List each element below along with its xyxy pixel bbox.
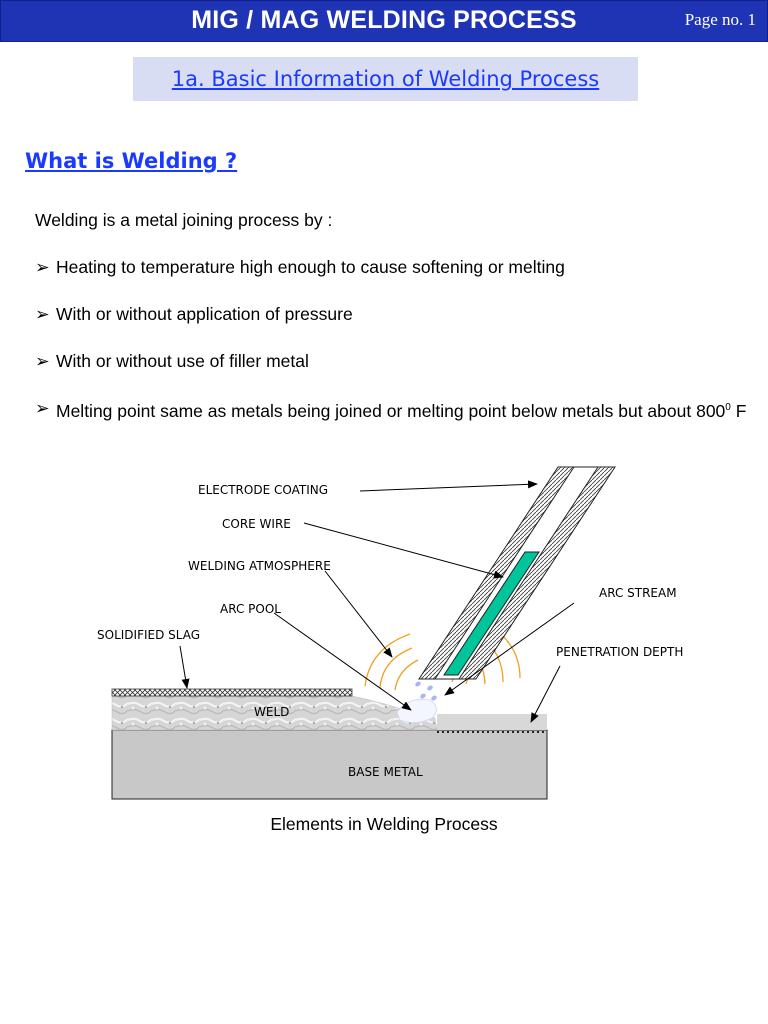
label-weld: WELD bbox=[254, 705, 289, 719]
right-base-plate bbox=[437, 714, 547, 730]
label-arc-stream: ARC STREAM bbox=[599, 586, 677, 600]
label-core-wire: CORE WIRE bbox=[222, 517, 291, 531]
bullet-text: With or without use of filler metal bbox=[56, 351, 309, 371]
bullet-item: ➢ Heating to temperature high enough to … bbox=[35, 256, 750, 278]
arrowhead-right-icon: ➢ bbox=[35, 257, 50, 277]
solidified-slag-strip bbox=[111, 688, 353, 697]
arc-droplets bbox=[415, 681, 437, 701]
bullet-item: ➢ With or without application of pressur… bbox=[35, 303, 750, 325]
bullet-text: Heating to temperature high enough to ca… bbox=[56, 257, 565, 277]
subtitle-box bbox=[133, 57, 638, 101]
section-heading: What is Welding ? bbox=[25, 149, 238, 173]
welding-diagram: ELECTRODE COATING CORE WIRE WELDING ATMO… bbox=[97, 466, 683, 800]
bullet-list: ➢ Heating to temperature high enough to … bbox=[35, 256, 750, 447]
intro-text: Welding is a metal joining process by : bbox=[35, 210, 333, 230]
base-metal-block bbox=[111, 729, 548, 800]
bullet-text: With or without application of pressure bbox=[56, 304, 353, 324]
bullet-text: Melting point same as metals being joine… bbox=[56, 400, 747, 421]
core-wire bbox=[443, 551, 540, 676]
label-welding-atmosphere: WELDING ATMOSPHERE bbox=[188, 559, 331, 573]
label-solidified-slag: SOLIDIFIED SLAG bbox=[97, 628, 200, 642]
arrowhead-right-icon: ➢ bbox=[35, 398, 50, 418]
arc-pool bbox=[396, 698, 437, 723]
label-arc-pool: ARC POOL bbox=[220, 602, 281, 616]
diagram-caption: Elements in Welding Process bbox=[270, 814, 498, 834]
bullet-item: ➢ Melting point same as metals being joi… bbox=[35, 397, 750, 422]
header-bar bbox=[0, 0, 768, 42]
label-base-metal: BASE METAL bbox=[348, 765, 423, 779]
bullet-item: ➢ With or without use of filler metal bbox=[35, 350, 750, 372]
section-subtitle: 1a. Basic Information of Welding Process bbox=[171, 67, 600, 91]
label-electrode-coating: ELECTRODE COATING bbox=[198, 483, 328, 497]
page-title: MIG / MAG WELDING PROCESS bbox=[191, 6, 577, 34]
leader-lines bbox=[179, 480, 575, 723]
page-number: Page no. 1 bbox=[684, 10, 756, 29]
arrowhead-right-icon: ➢ bbox=[35, 304, 50, 324]
label-penetration-depth: PENETRATION DEPTH bbox=[556, 645, 683, 659]
arrowhead-right-icon: ➢ bbox=[35, 351, 50, 371]
